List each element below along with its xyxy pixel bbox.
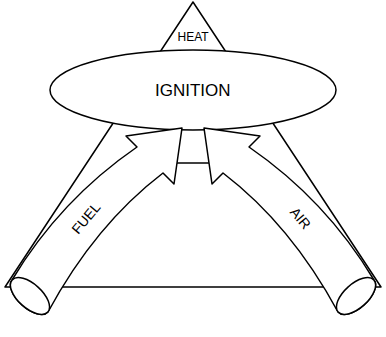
tube-end [330,271,382,321]
tube-end [4,271,56,321]
shape-outline [0,120,190,320]
ignition-label: IGNITION [155,81,231,101]
text-slot: IGNITION [155,81,231,101]
heat-label: HEAT [178,31,209,45]
ellipse-outline [50,50,336,130]
fuel-arrow: FUEL [0,120,190,320]
text-slot: AIR [289,210,312,226]
ignition-ellipse: IGNITION [48,48,338,132]
text-slot: HEAT [178,31,209,45]
text-slot: FUEL [68,210,104,226]
air-arrow: AIR [196,120,386,320]
